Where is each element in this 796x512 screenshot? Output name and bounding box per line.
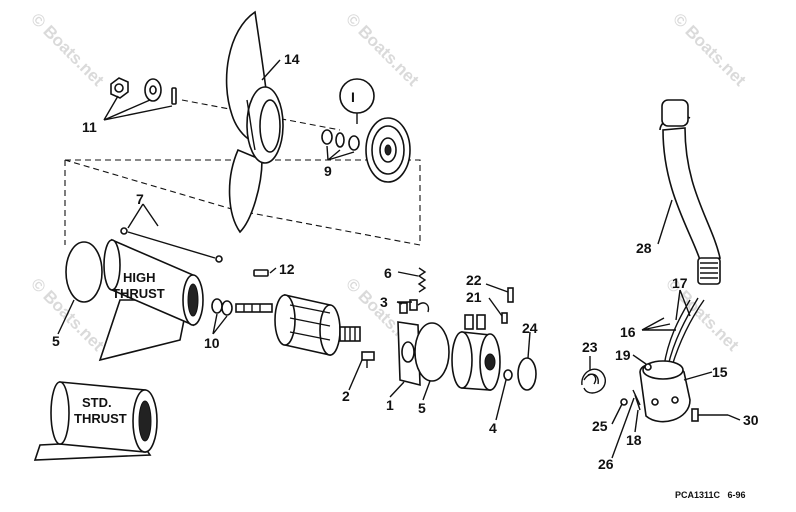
small-part-19	[644, 363, 652, 371]
label-5-middle: 5	[418, 400, 426, 416]
label-26: 26	[598, 456, 614, 472]
label-3: 3	[380, 294, 388, 310]
leader-lines	[57, 59, 741, 459]
high-thrust-label-line1: HIGH	[123, 270, 156, 285]
label-25: 25	[592, 418, 608, 434]
bolt-30	[691, 408, 728, 422]
label-16: 16	[620, 324, 636, 340]
callout-letter: I	[351, 89, 355, 105]
pins	[501, 287, 514, 324]
label-22: 22	[466, 272, 482, 288]
label-4: 4	[489, 420, 497, 436]
wire-spring	[581, 368, 606, 394]
o-ring-left	[65, 241, 103, 303]
drive-key	[253, 269, 269, 277]
label-5-left: 5	[52, 333, 60, 349]
std-thrust-label-line2: THRUST	[74, 411, 127, 426]
std-thrust-housing: STD. THRUST	[33, 381, 158, 461]
small-part-25	[620, 398, 628, 406]
watermark: © Boats.net	[27, 9, 108, 90]
thrust-washers-and-hub: I	[321, 78, 411, 183]
std-thrust-label-line1: STD.	[82, 395, 112, 410]
brush-spring	[417, 267, 427, 293]
label-9: 9	[324, 163, 332, 179]
cable-tube	[659, 99, 721, 285]
label-17: 17	[672, 275, 688, 291]
label-7: 7	[136, 191, 144, 207]
small-part-18	[632, 389, 641, 406]
label-2: 2	[342, 388, 350, 404]
armature	[235, 294, 361, 356]
small-washer	[503, 369, 513, 381]
end-cap	[639, 360, 691, 423]
label-21: 21	[466, 289, 482, 305]
motor-housing	[451, 314, 501, 391]
brushes	[399, 299, 430, 314]
propeller	[225, 10, 284, 234]
brush-plate	[397, 321, 421, 387]
label-1: 1	[386, 397, 394, 413]
label-10: 10	[204, 335, 220, 351]
watermark: © Boats.net	[342, 9, 423, 90]
label-15: 15	[712, 364, 728, 380]
high-thrust-housing: HIGH THRUST	[98, 238, 204, 362]
label-14: 14	[284, 51, 300, 67]
thrust-bearings	[211, 298, 233, 316]
label-19: 19	[615, 347, 631, 363]
label-12: 12	[279, 261, 295, 277]
label-18: 18	[626, 432, 642, 448]
label-24: 24	[522, 320, 538, 336]
label-6: 6	[384, 265, 392, 281]
diagram-code: PCA1311C 6-96	[675, 490, 746, 500]
o-ring-middle	[414, 322, 450, 382]
label-30: 30	[743, 412, 759, 428]
tie-rod	[120, 227, 223, 263]
watermark: © Boats.net	[669, 9, 750, 90]
label-11: 11	[82, 119, 97, 135]
o-ring-right	[517, 357, 537, 391]
part-number-labels: 14 11 9 7 12 6 22 21 3 24 5 10 2 1 5 4 2…	[52, 51, 759, 472]
high-thrust-label-line2: THRUST	[112, 286, 165, 301]
nut-washer-pin	[110, 77, 177, 105]
label-23: 23	[582, 339, 598, 355]
screw	[361, 351, 375, 368]
label-28: 28	[636, 240, 652, 256]
